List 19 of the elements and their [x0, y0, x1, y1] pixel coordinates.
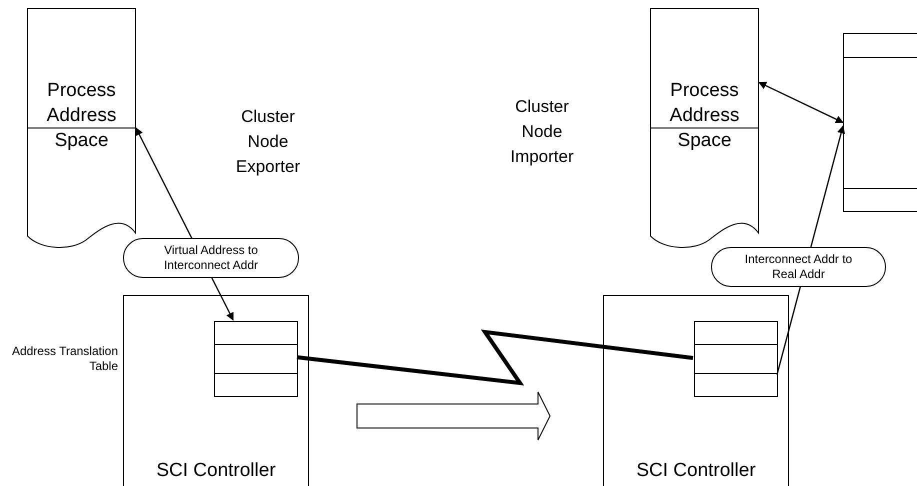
controller-label: SCI Controller: [635, 459, 757, 483]
controller-box: [603, 295, 789, 486]
controller-box: [123, 295, 309, 486]
edge-label: Interconnect Addr to Real Addr: [711, 247, 886, 287]
memory-block: [843, 33, 917, 212]
arrow: [758, 82, 844, 124]
translation-table: [214, 321, 298, 397]
segment-label: Process Address Space: [668, 79, 740, 153]
memory-segment: [27, 8, 136, 248]
controller-label: SCI Controller: [155, 459, 277, 483]
edge-label: Virtual Address to Interconnect Addr: [123, 238, 299, 278]
caption-text: Cluster Node Exporter: [234, 106, 302, 178]
block-arrow: [356, 392, 551, 440]
segment-label: Process Address Space: [46, 79, 118, 153]
caption-text: Cluster Node Importer: [509, 96, 575, 168]
lightning-link: [296, 329, 694, 386]
memory-segment: [650, 8, 759, 248]
translation-table: [694, 321, 778, 397]
caption-text: Address Translation Table: [10, 344, 118, 374]
